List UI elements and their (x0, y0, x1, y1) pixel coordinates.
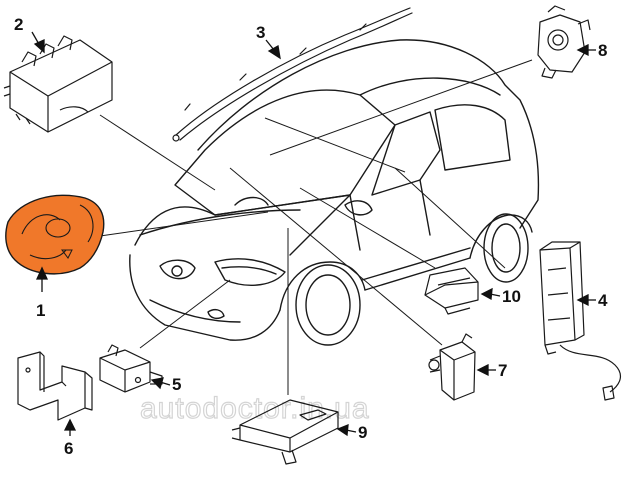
callout-10: 10 (502, 287, 521, 306)
part-clock-spring[interactable] (537, 5, 591, 79)
part-occupant-sensor[interactable] (424, 267, 479, 315)
callout-8: 8 (598, 41, 607, 60)
part-side-airbag[interactable] (539, 241, 622, 401)
part-driver-airbag[interactable] (5, 194, 105, 275)
callout-9: 9 (358, 423, 367, 442)
callout-2: 2 (14, 15, 23, 34)
part-passenger-airbag[interactable] (3, 35, 113, 133)
part-bracket[interactable] (17, 351, 93, 421)
callout-3: 3 (256, 23, 265, 42)
watermark: autodoctor.in.ua (140, 392, 370, 425)
callout-1: 1 (36, 301, 45, 320)
callout-5: 5 (172, 375, 181, 394)
part-side-impact-sensor[interactable] (428, 333, 476, 401)
part-curtain-airbag[interactable] (172, 7, 413, 142)
callout-7: 7 (498, 361, 507, 380)
part-control-module[interactable] (231, 399, 339, 465)
callout-6: 6 (64, 439, 73, 458)
callout-arrows (31, 31, 596, 437)
car-body (129, 39, 540, 346)
highlight-fill (5, 194, 105, 275)
leader-lines (99, 59, 533, 395)
callout-4: 4 (598, 291, 608, 310)
part-front-impact-sensor[interactable] (99, 344, 163, 393)
